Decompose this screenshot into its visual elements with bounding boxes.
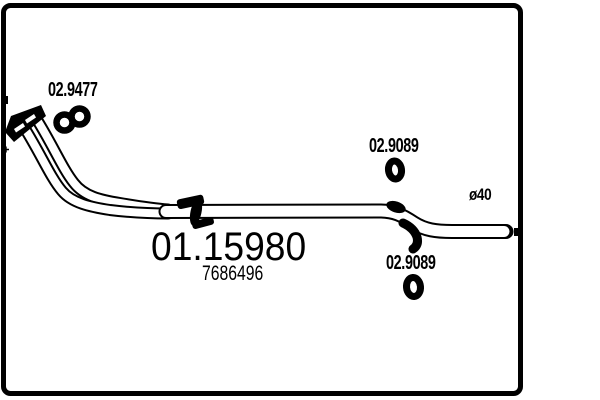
hanger-pin-top-icon [386, 200, 406, 214]
hanger-pin-bottom-icon [398, 218, 422, 254]
left-edge-marker [1, 96, 8, 104]
plus-mark [3, 146, 9, 153]
bottom-oring-icon [402, 274, 425, 300]
downpipe-tubes [16, 109, 174, 220]
oe-reference-number: 7686496 [202, 262, 264, 285]
pipe-end-marker [514, 228, 522, 236]
top-oring-part-label: 02.9089 [369, 135, 419, 157]
double-ring-gasket-icon [53, 105, 91, 134]
part-number: 01.15980 [151, 225, 307, 269]
border-frame [1, 3, 523, 396]
flange-icon [5, 105, 46, 142]
main-pipe [158, 203, 514, 239]
gasket-part-label: 02.9477 [48, 79, 98, 101]
pipe-diameter-label: ø40 [469, 185, 492, 204]
top-oring-icon [384, 157, 406, 183]
pipe-clamp-icon [176, 194, 214, 230]
bottom-oring-part-label: 02.9089 [386, 252, 436, 274]
